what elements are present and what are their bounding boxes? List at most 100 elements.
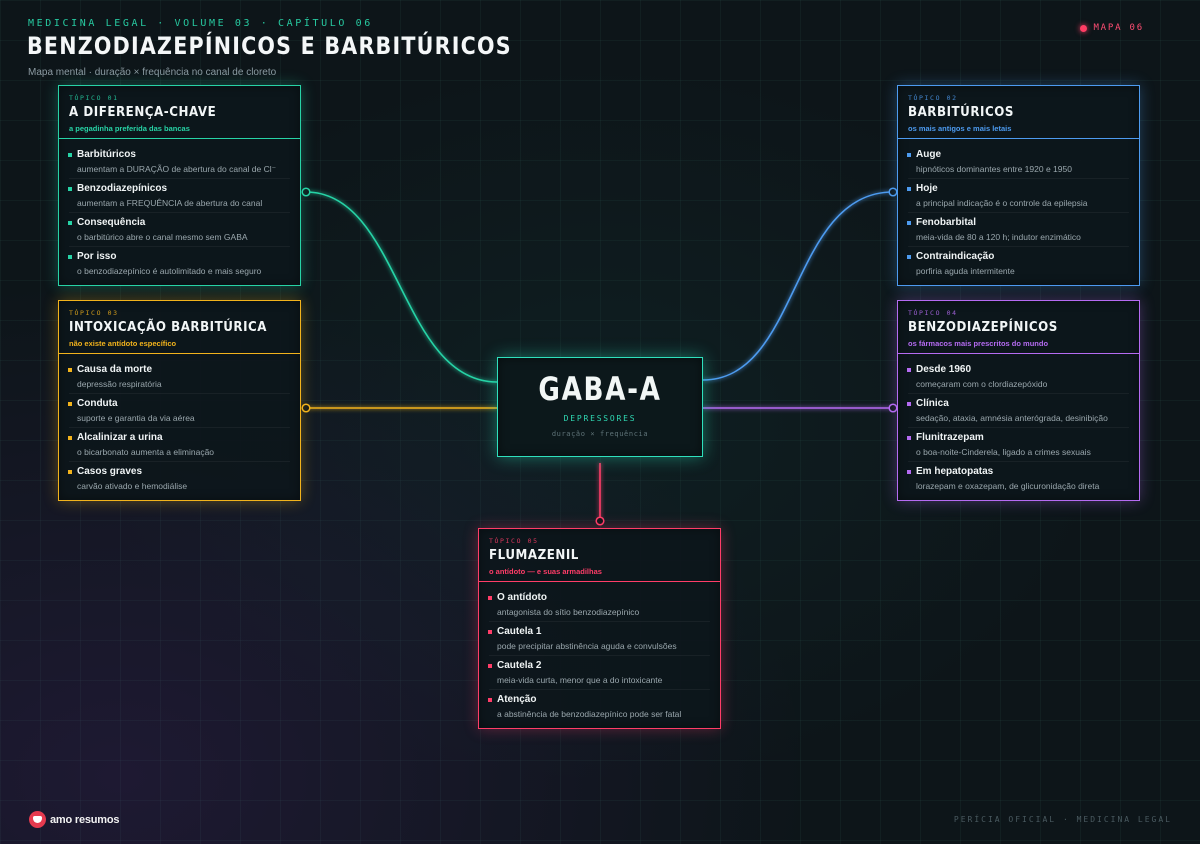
card-item: Barbitúricos aumentam a DURAÇÃO de abertu…: [68, 145, 290, 179]
item-label: Em hepatopatas: [916, 466, 994, 477]
item-description: sedação, ataxia, amnésia anterógrada, de…: [916, 413, 1108, 423]
item-label: Por isso: [77, 251, 117, 262]
square-bullet-icon: [907, 221, 911, 225]
map-dot-icon: [1080, 24, 1088, 32]
item-description: suporte e garantia da via aérea: [77, 413, 195, 423]
card-subtitle: não existe antídoto específico: [69, 339, 177, 348]
chapter-eyebrow: MEDICINA LEGAL · VOLUME 03 · CAPÍTULO 06: [28, 18, 373, 29]
card-subtitle: os mais antigos e mais letais: [908, 124, 1012, 133]
connector-node-03: [301, 403, 311, 413]
item-label: Benzodiazepínicos: [77, 183, 168, 194]
item-label: Barbitúricos: [77, 149, 136, 160]
topic-card-05[interactable]: TÓPICO 05 FLUMAZENIL o antídoto — e suas a…: [478, 528, 721, 729]
page-subtitle: Mapa mental · duração × frequência no ca…: [28, 67, 277, 78]
card-topic-number: TÓPICO 04: [908, 309, 958, 317]
card-title: BENZODIAZEPÍNICOS: [908, 319, 1058, 335]
card-title: BARBITÚRICOS: [908, 104, 1014, 120]
card-item: Cautela 2 meia-vida curta, menor que a do…: [488, 656, 710, 690]
item-description: carvão ativado e hemodiálise: [77, 481, 188, 491]
footer-credit: PERÍCIA OFICIAL · MEDICINA LEGAL: [953, 815, 1172, 824]
square-bullet-icon: [488, 630, 492, 634]
square-bullet-icon: [907, 255, 911, 259]
square-bullet-icon: [907, 368, 911, 372]
square-bullet-icon: [68, 436, 72, 440]
item-label: Hoje: [916, 183, 938, 194]
item-label: Clínica: [916, 398, 949, 409]
center-subtitle: DEPRESSORES: [563, 414, 637, 423]
item-description: a principal indicação é o controle da ep…: [916, 198, 1088, 208]
card-header: TÓPICO 05 FLUMAZENIL o antídoto — e suas a…: [479, 529, 720, 582]
card-item: Desde 1960 começaram com o clordiazepóxid…: [907, 360, 1129, 394]
item-label: Cautela 1: [497, 626, 542, 637]
topic-card-04[interactable]: TÓPICO 04 BENZODIAZEPÍNICOS os fármacos ma…: [897, 300, 1140, 501]
logo-icon: [29, 811, 46, 828]
connector-topic-02: [702, 191, 894, 381]
item-description: hipnóticos dominantes entre 1920 e 1950: [916, 164, 1072, 174]
map-tag-label: MAPA 06: [1093, 23, 1144, 33]
logo-text: amo resumos: [50, 813, 120, 826]
square-bullet-icon: [68, 470, 72, 474]
connector-node-04: [888, 403, 898, 413]
center-node[interactable]: GABA-A DEPRESSORES duração × frequência: [497, 357, 703, 457]
item-description: pode precipitar abstinência aguda e conv…: [497, 641, 677, 651]
square-bullet-icon: [907, 470, 911, 474]
item-description: aumentam a DURAÇÃO de abertura do canal …: [77, 164, 277, 174]
card-topic-number: TÓPICO 03: [69, 309, 119, 317]
connector-node-01: [301, 187, 311, 197]
card-item: Por isso o benzodiazepínico é autolimitad…: [68, 247, 290, 281]
card-body: Desde 1960 começaram com o clordiazepóxid…: [898, 354, 1139, 496]
card-subtitle: a pegadinha preferida das bancas: [69, 124, 190, 133]
item-label: Cautela 2: [497, 660, 542, 671]
item-description: o barbitúrico abre o canal mesmo sem GAB…: [77, 232, 248, 242]
card-item: Hoje a principal indicação é o controle d…: [907, 179, 1129, 213]
item-label: Desde 1960: [916, 364, 972, 375]
square-bullet-icon: [68, 221, 72, 225]
square-bullet-icon: [907, 187, 911, 191]
item-description: depressão respiratória: [77, 379, 162, 389]
card-item: Contraindicação porfiria aguda intermiten…: [907, 247, 1129, 281]
item-description: o benzodiazepínico é autolimitado e mais…: [77, 266, 262, 276]
center-note: duração × frequência: [551, 430, 649, 438]
item-label: Conduta: [77, 398, 118, 409]
item-label: O antídoto: [497, 592, 547, 603]
card-title: A DIFERENÇA-CHAVE: [69, 104, 217, 120]
connector-node-02: [888, 187, 898, 197]
square-bullet-icon: [488, 698, 492, 702]
square-bullet-icon: [68, 368, 72, 372]
card-item: Consequência o barbitúrico abre o canal m…: [68, 213, 290, 247]
card-subtitle: os fármacos mais prescritos do mundo: [908, 339, 1049, 348]
card-topic-number: TÓPICO 05: [489, 537, 539, 545]
connector-topic-01: [305, 191, 498, 383]
card-body: Barbitúricos aumentam a DURAÇÃO de abertu…: [59, 139, 300, 281]
item-label: Contraindicação: [916, 251, 995, 262]
item-label: Atenção: [497, 694, 537, 705]
card-subtitle: o antídoto — e suas armadilhas: [489, 567, 602, 576]
square-bullet-icon: [68, 187, 72, 191]
item-description: porfiria aguda intermitente: [916, 266, 1015, 276]
square-bullet-icon: [488, 596, 492, 600]
card-item: Clínica sedação, ataxia, amnésia anterógr…: [907, 394, 1129, 428]
card-title: FLUMAZENIL: [489, 547, 579, 563]
square-bullet-icon: [907, 402, 911, 406]
connector-node-05: [595, 516, 605, 526]
card-item: Conduta suporte e garantia da via aérea: [68, 394, 290, 428]
item-label: Consequência: [77, 217, 146, 228]
item-description: meia-vida curta, menor que a do intoxica…: [497, 675, 663, 685]
brand-logo[interactable]: amo resumos: [29, 811, 120, 828]
item-description: começaram com o clordiazepóxido: [916, 379, 1048, 389]
